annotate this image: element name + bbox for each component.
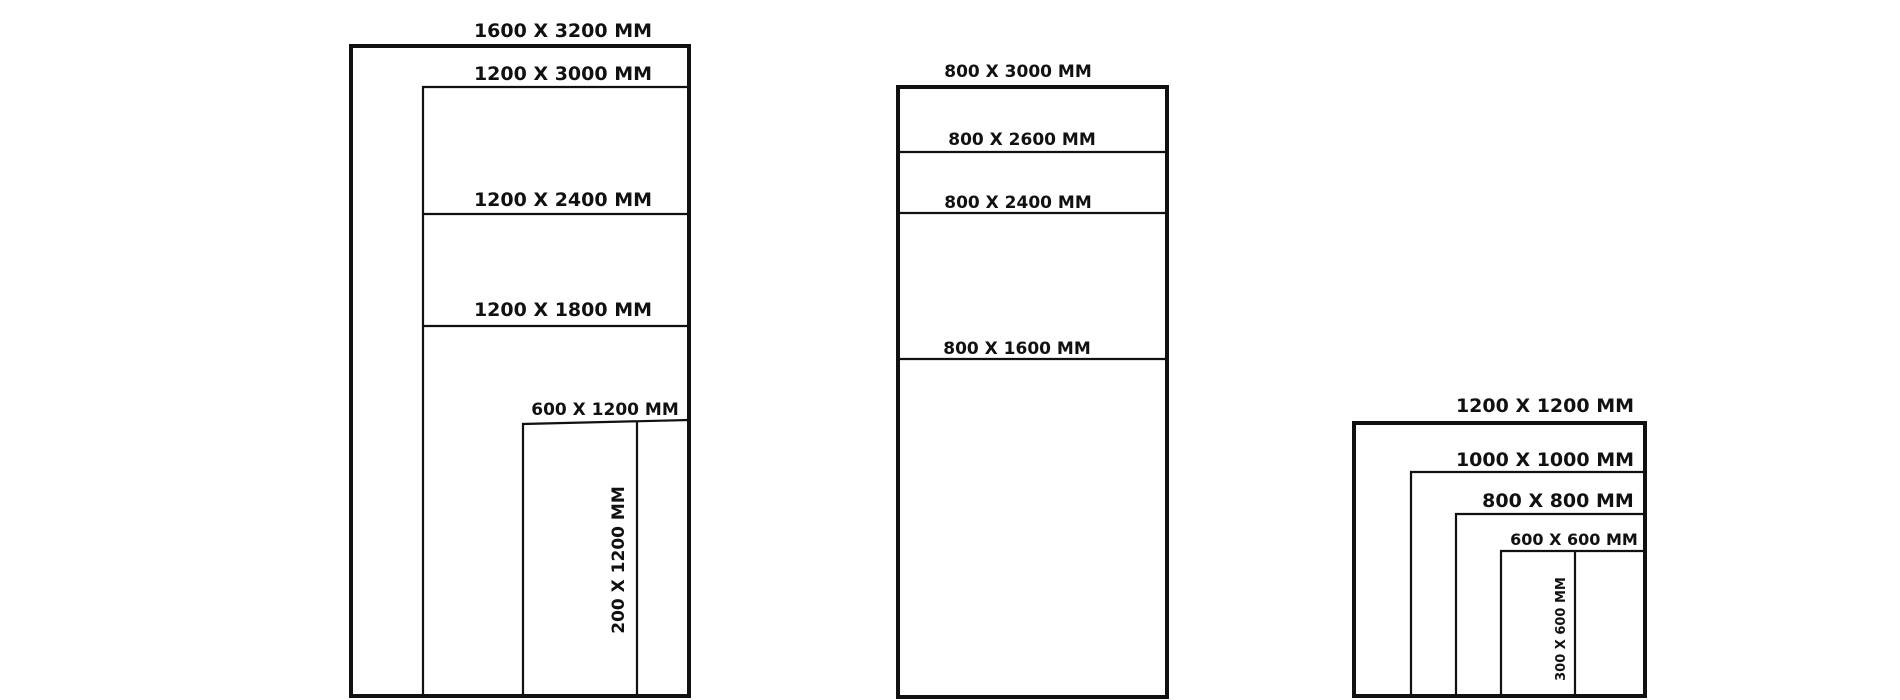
size-600x600-rect [1499, 549, 1645, 696]
size-800x800-label: 800 X 800 MM [1482, 490, 1634, 512]
size-800x800-rect [1454, 512, 1645, 696]
size-1000x1000-label: 1000 X 1000 MM [1456, 449, 1634, 471]
size-800x2400-label: 800 X 2400 MM [944, 193, 1092, 213]
size-800x3000-label: 800 X 3000 MM [944, 62, 1092, 82]
size-800x1600-label: 800 X 1600 MM [943, 339, 1091, 359]
size-300x600-label: 300 X 600 MM [1554, 577, 1569, 681]
group-narrow-sheets: 800 X 3000 MM 800 X 2600 MM 800 X 2400 M… [896, 62, 1169, 699]
size-600x600-label: 600 X 600 MM [1510, 530, 1638, 549]
size-1200x1200-label: 1200 X 1200 MM [1456, 395, 1634, 417]
size-1200x1800-label: 1200 X 1800 MM [474, 299, 652, 321]
size-1200x1200-rect [1352, 421, 1647, 698]
size-1600x3200-rect [349, 44, 691, 698]
size-600x1200-label: 600 X 1200 MM [531, 400, 679, 420]
size-1200x3000-rect [421, 85, 689, 696]
size-1200x3000-label: 1200 X 3000 MM [474, 63, 652, 85]
size-1600x3200-label: 1600 X 3200 MM [474, 20, 652, 42]
size-800x3000-rect [896, 85, 1169, 699]
size-1000x1000-rect [1409, 470, 1645, 696]
group-square-sheets: 1200 X 1200 MM 1000 X 1000 MM 800 X 800 … [1352, 395, 1647, 698]
size-1200x2400-label: 1200 X 2400 MM [474, 189, 652, 211]
size-600x1200-rect [521, 418, 690, 696]
size-200x1200-label: 200 X 1200 MM [609, 486, 629, 634]
size-800x2600-label: 800 X 2600 MM [948, 130, 1096, 150]
group-large-sheets: 1600 X 3200 MM 1200 X 3000 MM 1200 X 240… [349, 20, 691, 698]
